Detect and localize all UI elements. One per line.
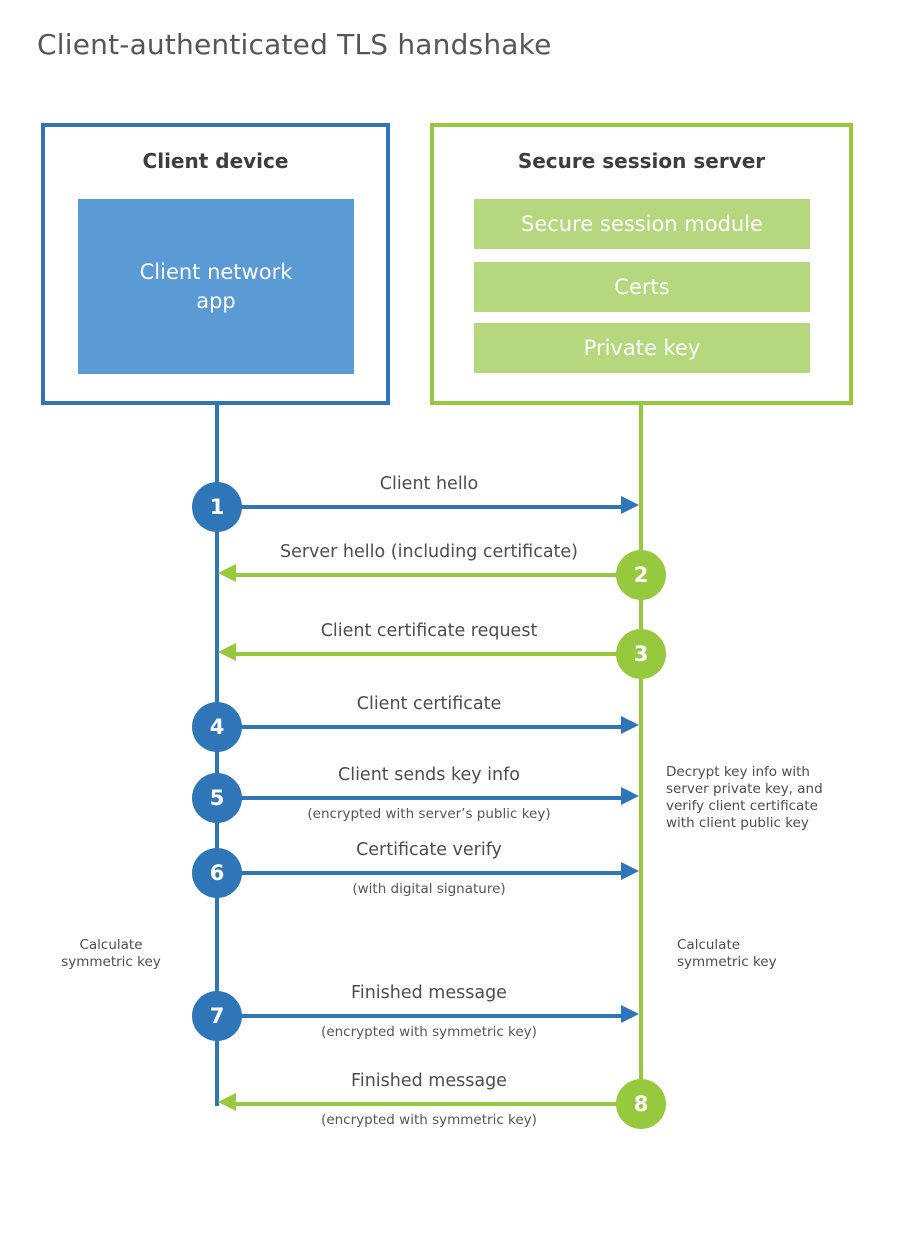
server-module-label: Private key <box>583 336 701 360</box>
step-badge-2: 2 <box>616 550 666 600</box>
page-title: Client-authenticated TLS handshake <box>37 28 552 61</box>
step-badge-5: 5 <box>192 773 242 823</box>
client-network-app-label: Client network app <box>139 259 293 313</box>
step-badge-3: 3 <box>616 629 666 679</box>
message-label-4: Client certificate <box>356 694 502 714</box>
arrowhead-right-icon <box>621 716 639 734</box>
message-label-8: Finished message <box>351 1071 507 1091</box>
server-decrypt-note: Decrypt key info with server private key… <box>666 764 823 831</box>
arrow-client-to-server <box>217 796 624 800</box>
message-label-3: Client certificate request <box>320 621 538 641</box>
arrowhead-right-icon <box>621 496 639 514</box>
step-badge-7: 7 <box>192 991 242 1041</box>
server-module-secure-session: Secure session module <box>474 199 810 249</box>
message-label-5: Client sends key info <box>337 765 520 785</box>
server-module-label: Secure session module <box>521 212 763 236</box>
server-module-label: Certs <box>614 275 670 299</box>
client-network-app-box: Client network app <box>78 199 354 374</box>
arrowhead-left-icon <box>218 643 236 661</box>
arrow-client-to-server <box>217 725 624 729</box>
arrow-server-to-client <box>234 1102 641 1106</box>
message-label-1: Client hello <box>379 474 479 494</box>
server-calculate-note: Calculate symmetric key <box>677 937 777 970</box>
server-module-certs: Certs <box>474 262 810 312</box>
message-label-2: Server hello (including certificate) <box>279 542 579 562</box>
client-calculate-note: Calculate symmetric key <box>61 937 161 970</box>
step-badge-8: 8 <box>616 1079 666 1129</box>
arrowhead-right-icon <box>621 787 639 805</box>
arrow-client-to-server <box>217 1014 624 1018</box>
server-module-private-key: Private key <box>474 323 810 373</box>
client-lifeline <box>215 405 219 1106</box>
arrowhead-left-icon <box>218 564 236 582</box>
message-sublabel-7: (encrypted with symmetric key) <box>321 1024 537 1040</box>
arrow-server-to-client <box>234 573 641 577</box>
message-label-6: Certificate verify <box>356 840 502 860</box>
arrow-client-to-server <box>217 505 624 509</box>
arrowhead-right-icon <box>621 1005 639 1023</box>
step-badge-1: 1 <box>192 482 242 532</box>
server-lifeline <box>639 405 643 1104</box>
secure-session-server-title: Secure session server <box>517 149 766 173</box>
arrow-server-to-client <box>234 652 641 656</box>
message-sublabel-8: (encrypted with symmetric key) <box>321 1112 537 1128</box>
message-sublabel-5: (encrypted with server’s public key) <box>307 806 551 822</box>
message-label-7: Finished message <box>351 983 507 1003</box>
arrowhead-right-icon <box>621 862 639 880</box>
arrowhead-left-icon <box>218 1093 236 1111</box>
step-badge-4: 4 <box>192 702 242 752</box>
message-sublabel-6: (with digital signature) <box>352 881 506 897</box>
arrow-client-to-server <box>217 871 624 875</box>
step-badge-6: 6 <box>192 848 242 898</box>
client-device-title: Client device <box>142 149 289 173</box>
